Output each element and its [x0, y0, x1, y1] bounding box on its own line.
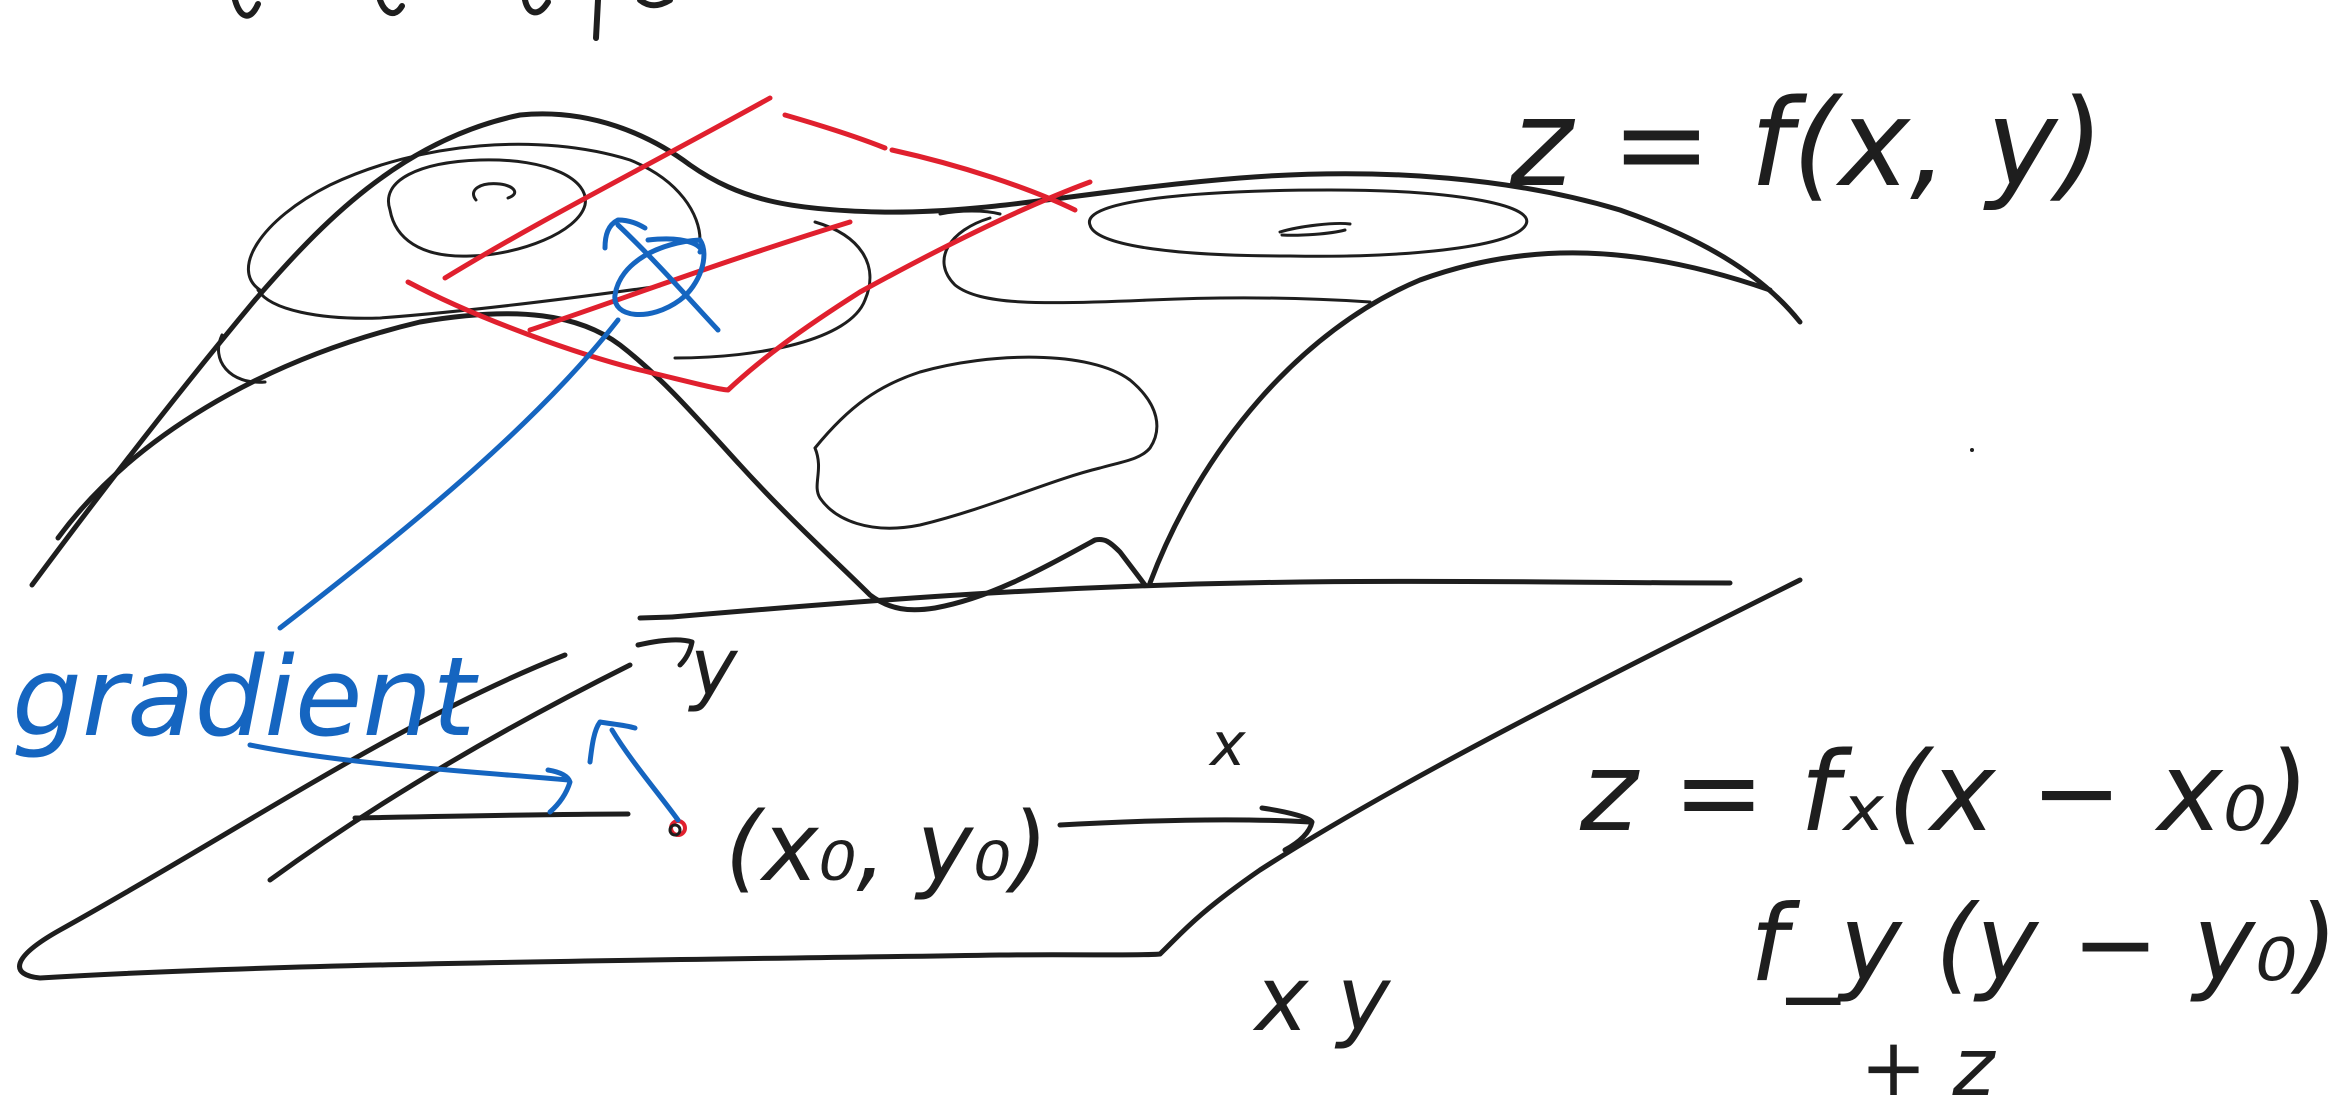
surface-outline — [29, 111, 1803, 620]
axis-y-tick — [635, 637, 695, 668]
axis-x-label: x — [1208, 710, 1246, 780]
tangent-lines-red — [405, 95, 1093, 393]
gradient-label: gradient — [12, 633, 479, 761]
surface-equation: z = f(x, y) — [1509, 75, 2104, 214]
cut-top-handwriting — [232, 0, 673, 41]
tangent-plane-line-3: + z — [1860, 1021, 1996, 1100]
axis-y-label: y — [688, 621, 739, 714]
base-plane — [17, 577, 1803, 981]
tangent-plane-line-2: f_y (y − y₀)! — [1750, 883, 2330, 1005]
point-label: (x₀, y₀) — [725, 793, 1048, 903]
axis-xy-label: x y — [1252, 947, 1392, 1052]
gradient-annotation — [247, 217, 721, 823]
contour-lines — [217, 142, 1529, 530]
tangent-plane-line-1: z = fₓ(x − x₀) + — [1579, 728, 2330, 856]
